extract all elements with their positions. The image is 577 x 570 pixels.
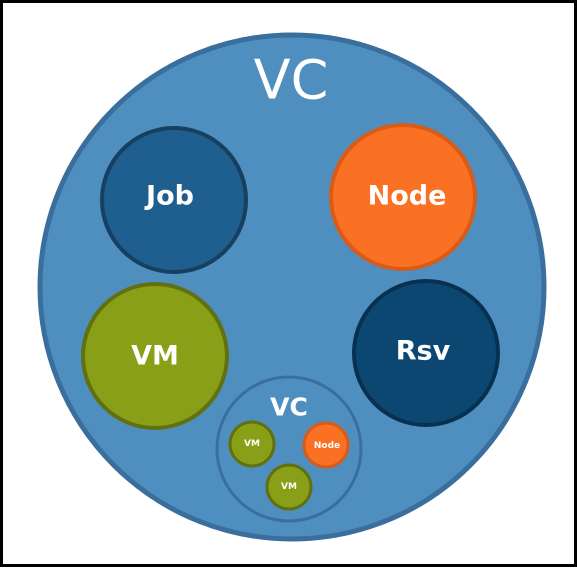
inner-vc-circle	[215, 375, 363, 523]
node-circle	[329, 123, 477, 271]
inner-vm-b-circle	[265, 463, 313, 511]
rsv-label: Rsv	[396, 336, 451, 367]
rsv-circle	[352, 279, 500, 427]
inner-vc-label: VC	[270, 393, 308, 422]
outer-vc-label: VC	[254, 49, 329, 112]
vm-circle	[81, 282, 229, 430]
node-label: Node	[368, 181, 447, 212]
diagram-svg: VC Job Node VM Rsv VC VM Node VM	[37, 32, 547, 542]
inner-vm-a-label: VM	[244, 439, 260, 449]
inner-node-circle	[302, 421, 350, 469]
inner-vm-a-circle	[228, 420, 276, 468]
inner-vm-b-label: VM	[281, 482, 297, 492]
job-label: Job	[144, 181, 194, 212]
job-circle	[100, 126, 248, 274]
vm-label: VM	[131, 341, 179, 372]
inner-node-label: Node	[314, 441, 340, 451]
